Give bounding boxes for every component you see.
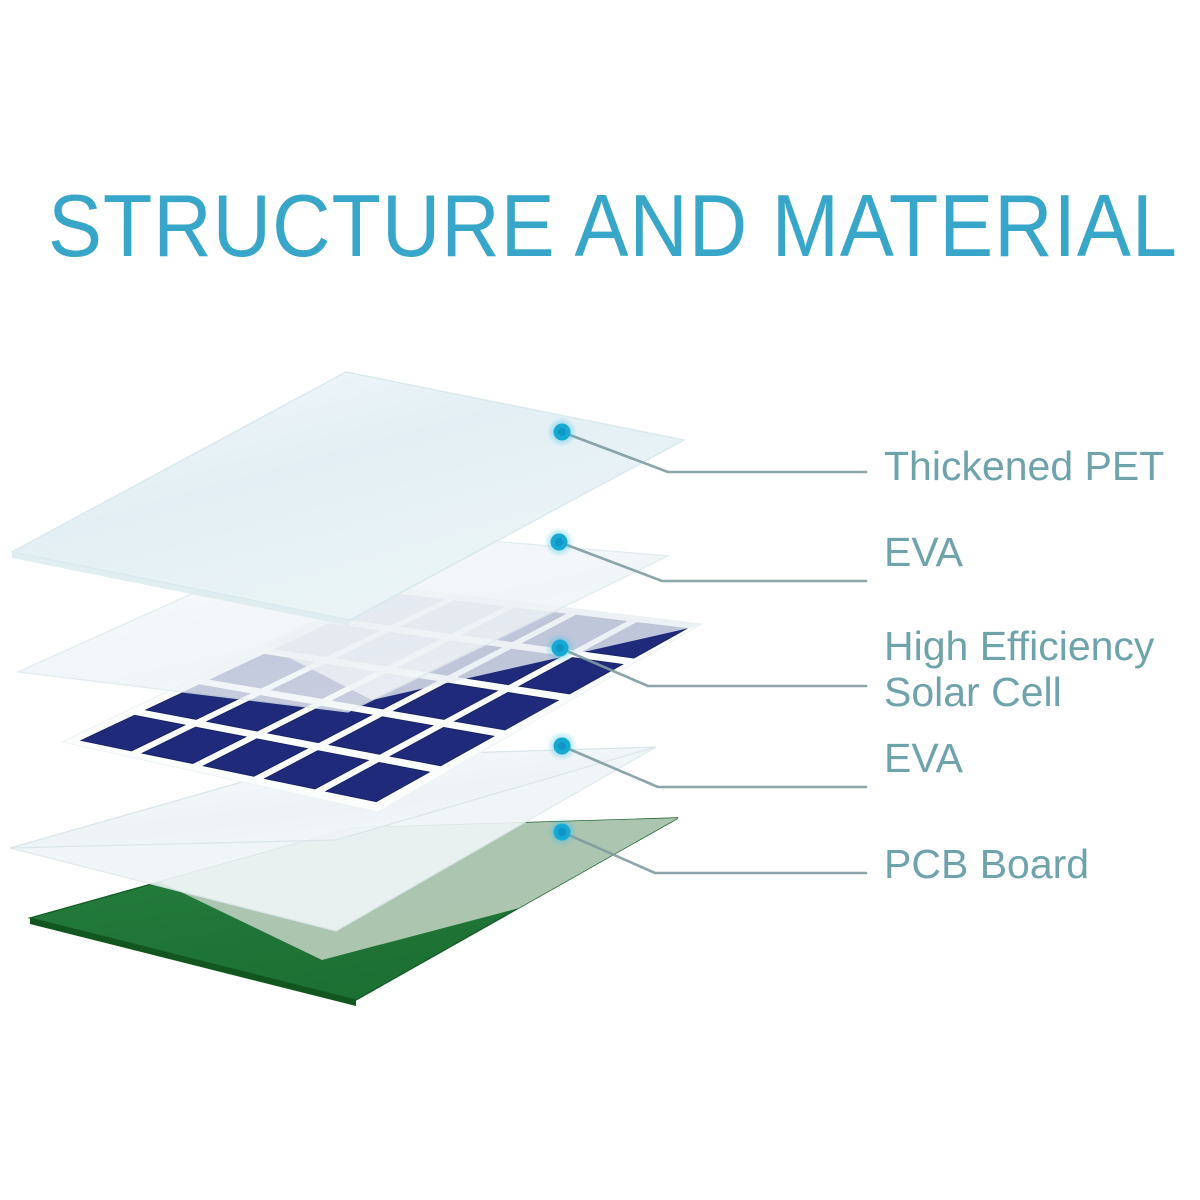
label-thickened-pet: Thickened PET	[884, 443, 1165, 489]
solar-cell-unit	[140, 726, 248, 765]
anchor-dot-core	[558, 828, 566, 836]
pet-sheet-edge	[12, 552, 350, 626]
anchor-dot-core	[558, 742, 566, 750]
anchor-dot-core	[556, 644, 564, 652]
leader-line	[560, 430, 868, 474]
solar-cell-unit	[324, 761, 431, 803]
solar-cell-unit	[263, 750, 370, 790]
solar-cell-unit	[202, 738, 309, 777]
label-line: EVA	[884, 529, 963, 575]
solar-cell-unit	[517, 657, 624, 695]
eva-bottom-sheet-body	[9, 746, 657, 932]
label-eva-bottom: EVA	[884, 735, 963, 781]
solar-cell-unit	[79, 714, 187, 752]
leader-line	[557, 540, 868, 583]
anchor-dot-core	[555, 538, 563, 546]
label-line: High Efficiency	[884, 623, 1155, 669]
leader-line	[560, 830, 868, 875]
label-pcb-board: PCB Board	[884, 841, 1090, 887]
label-line: Solar Cell	[884, 668, 1062, 715]
solar-cell-unit	[389, 726, 495, 767]
solar-cell-unit	[453, 691, 560, 731]
solar-cell-unit	[266, 705, 373, 744]
solar-cell-unit	[327, 716, 435, 755]
pet-sheet	[9, 371, 687, 621]
label-line: EVA	[884, 735, 963, 781]
pcb-board-edge	[30, 918, 356, 1006]
page-title: STRUCTURE AND MATERIAL	[48, 176, 1178, 275]
leader-line	[558, 646, 868, 688]
label-eva-top: EVA	[884, 529, 963, 575]
leader-line	[560, 744, 868, 789]
solar-cell-unit	[392, 682, 499, 720]
anchor-dot-core	[558, 428, 566, 436]
label-line: PCB Board	[884, 841, 1090, 887]
layer-thickened-pet	[9, 371, 687, 626]
label-line: Thickened PET	[884, 443, 1165, 489]
leader-lines	[544, 417, 868, 875]
